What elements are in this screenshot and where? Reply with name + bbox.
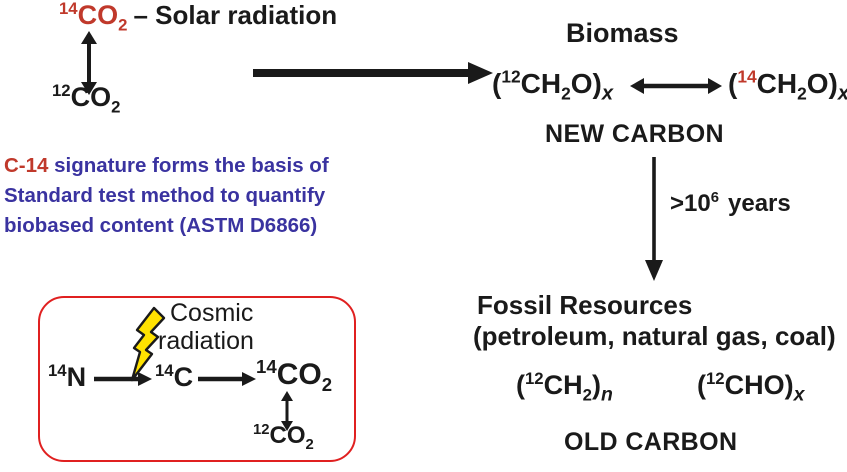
biomass-left-sub: 2 (561, 83, 571, 104)
photosynthesis-arrow (250, 58, 498, 88)
c14-box-mass-number: 14 (155, 361, 174, 380)
box-c12co2-mass-number: 12 (253, 422, 270, 438)
c14-to-c14co2-arrow (196, 368, 258, 390)
fossilization-arrow (642, 155, 668, 283)
fossil-left-mass-number: 12 (525, 369, 544, 388)
carbon-14-label: 14C (155, 361, 194, 392)
c12-mass-number: 12 (52, 81, 71, 100)
c12-atom-count: 2 (111, 97, 121, 117)
biomass-right-core: CH (756, 68, 798, 99)
box-c14co2-species: CO (276, 358, 322, 391)
fossil-right-mass-number: 12 (706, 369, 725, 388)
biomass-right-open-paren: ( (728, 68, 738, 99)
nitrogen-14-label: 14N (48, 361, 87, 392)
c12-species: CO (70, 82, 112, 112)
box-c12co2-species: CO (269, 422, 306, 449)
fossil-left-open-paren: ( (516, 370, 525, 400)
biomass-formula-c12: (12CH2O)x (492, 66, 613, 104)
biomass-left-core: CH (520, 68, 562, 99)
c14-highlight: C-14 (4, 154, 49, 177)
biomass-left-tail: O) (570, 68, 602, 99)
n14-mass-number: 14 (48, 361, 67, 380)
box-c12co2-count: 2 (305, 436, 314, 453)
fossil-title-line-1: Fossil Resources (477, 290, 693, 320)
fossil-formula-cho-x: (12CHO)x (697, 369, 804, 404)
box-c12-co2-label: 12CO2 (253, 422, 314, 453)
solar-radiation-label: – Solar radiation (133, 0, 338, 30)
astm-statement-line-1: C-14 signature forms the basis of (4, 152, 329, 180)
biomass-left-index: x (601, 82, 614, 105)
astm-statement-line-2: Standard test method to quantify (4, 184, 326, 207)
lightning-bolt-icon (124, 306, 170, 382)
c14-mass-number: 14 (59, 0, 78, 18)
fossil-left-sub: 2 (582, 385, 592, 405)
duration-prefix: >10 (670, 190, 711, 217)
fossil-right-index: x (793, 383, 805, 406)
n14-species: N (66, 362, 87, 392)
cosmic-radiation-panel (38, 296, 356, 462)
box-c14co2-count: 2 (321, 374, 333, 395)
biomass-left-open-paren: ( (492, 68, 502, 99)
atmospheric-c14-co2-label: 14CO2– Solar radiation (59, 0, 338, 33)
biomass-right-mass-number: 14 (737, 66, 757, 87)
fossilization-duration-label: >106 years (670, 190, 791, 218)
c14-box-species: C (173, 362, 194, 392)
box-c14-co2-label: 14CO2 (256, 357, 332, 394)
biomass-right-index: x (838, 83, 847, 105)
box-isotope-exchange-double-arrow (276, 390, 300, 432)
fossil-title-line-2: (petroleum, natural gas, coal) (473, 321, 836, 351)
old-carbon-label: OLD CARBON (564, 428, 738, 456)
duration-exponent: 6 (710, 190, 719, 206)
fossil-left-index: n (600, 383, 613, 406)
c14-atom-count: 2 (118, 15, 128, 35)
biomass-right-sub: 2 (797, 83, 807, 104)
fossil-left-core: CH (543, 370, 583, 400)
duration-unit: years (728, 190, 791, 217)
fossil-formula-ch2n: (12CH2)n (516, 369, 613, 404)
fossil-right-open-paren: ( (697, 370, 706, 400)
atmosphere-exchange-double-arrow (74, 30, 106, 96)
atmospheric-c12-co2-label: 12CO2 (52, 81, 120, 115)
fossil-right-core: CHO (724, 370, 785, 400)
c14-species: CO (77, 0, 119, 30)
fossil-right-tail: ) (784, 370, 794, 400)
statement-line1-rest: signature forms the basis of (48, 154, 329, 177)
biomass-title: Biomass (566, 18, 679, 48)
fossil-left-tail: ) (591, 370, 601, 400)
biomass-formula-c14: (14CH2O)x (728, 66, 847, 104)
biomass-left-mass-number: 12 (501, 66, 521, 87)
astm-statement-line-3: biobased content (ASTM D6866) (4, 214, 318, 237)
cosmic-caption-line-1: Cosmic (170, 299, 254, 327)
cosmic-caption-line-2: radiation (158, 327, 254, 355)
box-c14co2-mass-number: 14 (256, 356, 277, 377)
new-carbon-label: NEW CARBON (545, 120, 724, 148)
biomass-right-tail: O) (806, 68, 838, 99)
n14-to-c14-arrow (92, 368, 154, 390)
biomass-isotope-equilibrium-arrow (628, 73, 724, 99)
